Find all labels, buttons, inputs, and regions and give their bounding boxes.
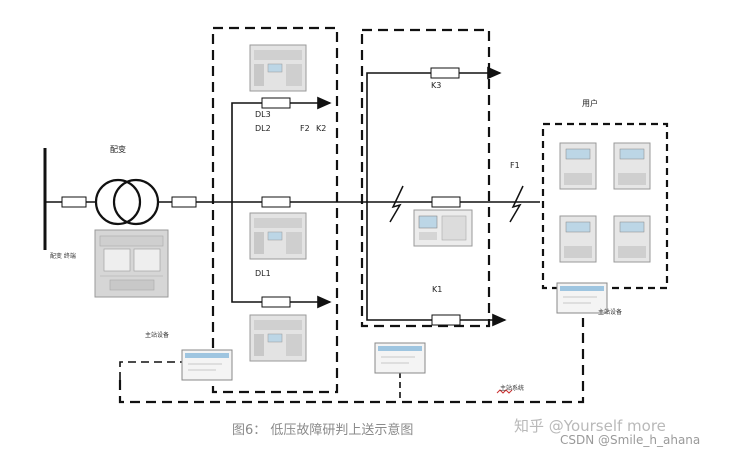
comm-link-left: [119, 361, 183, 380]
branch-lower: [231, 202, 332, 309]
breaker-dl3: [261, 97, 291, 109]
watermark-zhihu: 知乎 @Yourself more: [514, 417, 666, 435]
switch-device-mid: [249, 212, 307, 260]
label-k3: K3: [431, 81, 441, 90]
meter-3: [559, 215, 597, 263]
label-device-right: 主站设备: [598, 308, 622, 316]
branch-k3: [366, 66, 502, 202]
dashed-box-branch: [360, 28, 491, 328]
comm-device-mid: [374, 342, 426, 374]
branch-dl3: [231, 96, 332, 202]
label-f2: F2: [300, 124, 310, 133]
switch-device-top: [249, 44, 307, 92]
label-f1: F1: [510, 161, 520, 170]
label-user: 用户: [582, 98, 598, 108]
label-dl3: DL3: [255, 110, 271, 119]
transformer-coil-1: [94, 178, 142, 226]
fault-symbol-f1: [509, 185, 524, 223]
label-device-left: 主站设备: [145, 331, 169, 339]
branch-monitor-device: [413, 209, 473, 247]
dashed-box-feeder: [211, 26, 339, 394]
breaker-main-left: [61, 196, 87, 208]
watermark-csdn: CSDN @Smile_h_ahana: [560, 433, 700, 447]
label-k2: K2: [316, 124, 326, 133]
transformer-terminal-device: [94, 229, 169, 298]
switch-device-bottom: [249, 314, 307, 362]
figure-caption: 图6： 低压故障研判上送示意图: [232, 422, 413, 438]
breaker-k1: [431, 314, 461, 326]
comm-device-right: [556, 282, 608, 314]
label-dl2: DL2: [255, 124, 271, 133]
label-transformer: 配变: [110, 144, 126, 154]
label-transformer-terminal: 配变 终端: [50, 252, 76, 260]
breaker-main-right: [171, 196, 197, 208]
label-bottom-small: 主站系统: [500, 384, 524, 392]
fault-symbol-f2: [389, 185, 404, 223]
breaker-lower: [261, 296, 291, 308]
comm-device-left: [181, 349, 233, 381]
meter-4: [613, 215, 651, 263]
breaker-main-mid: [431, 196, 461, 208]
meter-2: [613, 142, 651, 190]
meter-1: [559, 142, 597, 190]
label-k1: K1: [432, 285, 442, 294]
label-dl1: DL1: [255, 269, 271, 278]
breaker-dl1: [261, 196, 291, 208]
breaker-k3: [430, 67, 460, 79]
fault-zigzag-mark: [496, 389, 513, 394]
